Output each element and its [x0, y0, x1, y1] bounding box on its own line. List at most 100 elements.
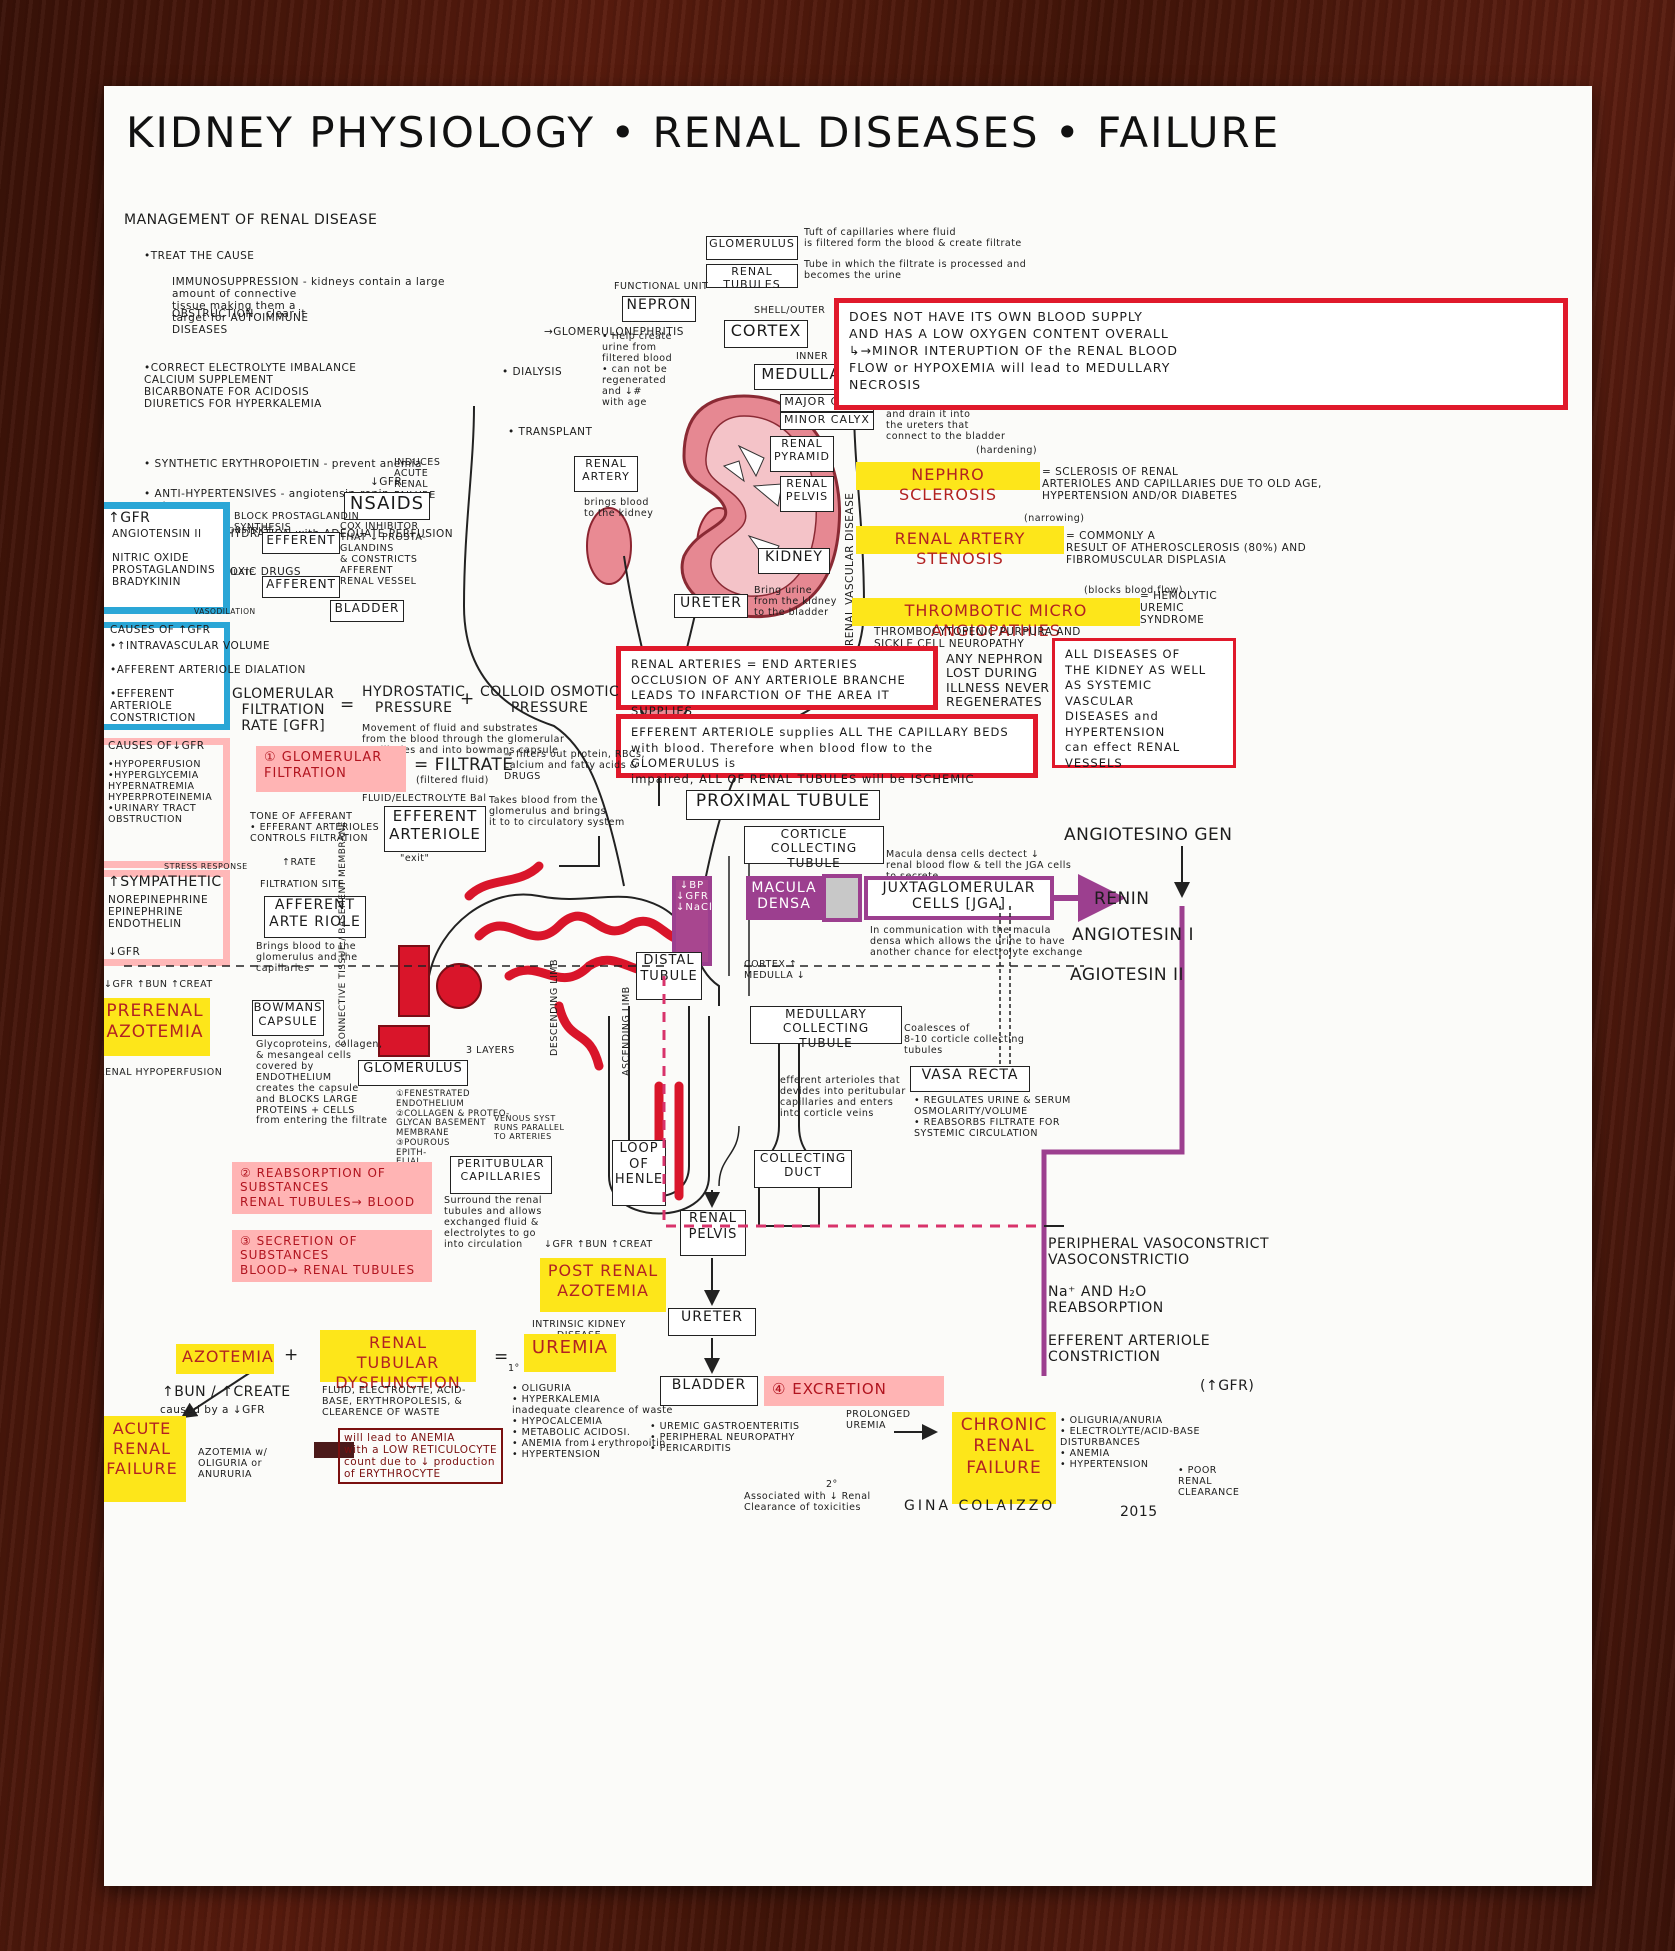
efferent-arteriole-desc: Takes blood from the glomerulus and brin…: [489, 795, 625, 828]
secondary-label: 2°: [826, 1479, 838, 1490]
sympathetic-label: ↑SYMPATHETIC: [108, 874, 222, 890]
nsaids-label: NSAIDS: [344, 492, 430, 520]
nepron-label: NEPRON: [622, 296, 696, 322]
rate: ↑RATE: [282, 857, 317, 868]
glomerulus-box: GLOMERULUS: [358, 1060, 468, 1086]
bottom-equals: =: [494, 1347, 509, 1367]
nsaids-block: BLOCK PROSTAGLANDIN SYNTHESIS: [234, 511, 360, 533]
prerenal-bun: ↓GFR ↑BUN ↑CREAT: [104, 979, 213, 990]
macula-densa-box: MACULA DENSA: [746, 876, 822, 920]
medulla-label: MEDULLA: [754, 364, 848, 390]
renal-pelvis-label: RENAL PELVIS: [780, 476, 834, 512]
bp-box: ↓BP ↓GFR ↓NaCl: [672, 876, 712, 966]
hydrostatic: HYDROSTATIC PRESSURE: [362, 684, 466, 717]
tone-afferent: TONE OF AFFERANT • EFFERANT ARTERIOLES C…: [250, 811, 380, 844]
gfr-eq-plus: +: [460, 689, 475, 709]
causes-up-box: [104, 622, 230, 730]
glomerulonephritis: →GLOMERULONEPHRITIS: [544, 326, 684, 338]
renal-pyramid-label: RENAL PYRAMID: [770, 436, 834, 472]
primary-label: 1°: [508, 1363, 520, 1374]
nsaids-afferent: AFFERENT: [262, 576, 340, 598]
proximal-tubule-box: PROXIMAL TUBULE: [686, 790, 880, 820]
sympathetic-box: [104, 870, 230, 966]
associated-note: Associated with ↓ Renal Clearance of tox…: [744, 1491, 871, 1513]
nsaids-desc: COX INHIBITOR THAT ↓ PROSTA- GLANDINS & …: [340, 521, 427, 587]
macula-cells: [822, 874, 862, 922]
epo: • SYNTHETIC ERYTHROPOIETIN - prevent ane…: [144, 458, 422, 470]
transplant: • TRANSPLANT: [508, 426, 593, 438]
gfr-eq-label: GLOMERULAR FILTRATION RATE [GFR]: [232, 686, 335, 735]
causes-up-label: CAUSES OF ↑GFR: [110, 624, 211, 636]
acute-renal-failure: ACUTE RENAL FAILURE: [104, 1416, 186, 1502]
nepron-notes: • Help create urine from filtered blood …: [602, 331, 673, 408]
nephron-lost-note: ANY NEPHRON LOST DURING ILLNESS NEVER RE…: [946, 651, 1050, 710]
ureter-box: URETER: [668, 1308, 756, 1336]
cortex-medulla: CORTEX ↑ MEDULLA ↓: [744, 959, 806, 981]
sympathetic-items: NOREPINEPHRINE EPINEPHRINE ENDOTHELIN: [108, 894, 209, 931]
poor-clearance: • POOR RENAL CLEARANCE: [1178, 1465, 1240, 1498]
stress-response: STRESS RESPONSE: [164, 862, 248, 871]
flow-arrows: [124, 846, 1190, 1458]
causes-up-items: •↑INTRAVASCULAR VOLUME •AFFERENT ARTERIO…: [110, 640, 306, 725]
ureter-label: URETER: [674, 594, 748, 618]
raas-effects: PERIPHERAL VASOCONSTRICT VASOCONSTRICTIO…: [1048, 1236, 1270, 1365]
bun-creat: ↑BUN / ↑CREATE: [162, 1384, 291, 1400]
exit-note: "exit": [400, 853, 430, 864]
prerenal-sub: RENAL HYPOPERFUSION: [104, 1067, 223, 1078]
signature-year: 2015: [1120, 1504, 1158, 1520]
renal-pelvis-box: RENAL PELVIS: [680, 1210, 746, 1256]
gfr-eq-equals: =: [340, 695, 355, 715]
loop-of-henle-box: LOOP OF HENLE: [612, 1140, 666, 1206]
blocks-note: (blocks blood flow): [1084, 585, 1183, 596]
vasa-recta-box: VASA RECTA: [910, 1066, 1030, 1092]
bowmans-desc: Glycoproteins, collagen, & mesangeal cel…: [256, 1039, 388, 1127]
renin: RENIN: [1094, 889, 1150, 909]
causes-down-items: •HYPOPERFUSION •HYPERGLYCEMIA HYPERNATRE…: [108, 759, 213, 825]
distal-tubule-box: DISTAL TUBULE: [636, 952, 702, 1000]
anemia-note: will lead to ANEMIA with a LOW RETICULOC…: [338, 1428, 504, 1485]
inner-label: INNER: [796, 351, 829, 362]
poster-sheet: KIDNEY PHYSIOLOGY • RENAL DISEASES • FAI…: [104, 86, 1592, 1886]
stenosis-desc: = COMMONLY A RESULT OF ATHEROSCLEROSIS (…: [1066, 530, 1307, 567]
hardening-note: (hardening): [976, 445, 1038, 456]
secretion-step: ③ SECRETION OF SUBSTANCES BLOOD→ RENAL T…: [232, 1230, 432, 1282]
raas-gfr: (↑GFR): [1200, 1378, 1255, 1394]
efferent-enter: efferent arterioles that devides into pe…: [780, 1075, 906, 1119]
gfr-movement: Movement of fluid and substrates from th…: [362, 723, 565, 756]
bottom-plus: +: [284, 1345, 299, 1365]
renal-artery-desc: brings blood to the kidney: [584, 497, 654, 519]
gfr-up-label: ↑GFR: [108, 510, 151, 526]
thrombotic-desc: = HEMOLYTIC UREMIC SYNDROME: [1140, 590, 1218, 627]
caused-by: caused by a ↓GFR: [160, 1404, 266, 1416]
prerenal-azotemia: PRERENAL AZOTEMIA: [104, 998, 210, 1056]
filtrate-sub: (filtered fluid): [416, 775, 489, 786]
chronic-items: • OLIGURIA/ANURIA • ELECTROLYTE/ACID-BAS…: [1060, 1415, 1200, 1470]
collecting-duct-box: COLLECTING DUCT: [754, 1150, 852, 1188]
fluid-electrolyte: FLUID/ELECTROLYTE Bal: [362, 793, 487, 804]
cortical-collecting-box: CORTICLE COLLECTING TUBULE: [744, 826, 884, 870]
peritubular-box: PERITUBULAR CAPILLARIES: [450, 1156, 552, 1194]
venous-note: VENOUS SYST RUNS PARALLEL TO ARTERIES: [494, 1114, 565, 1142]
nsaids-efferent: EFFERENT: [262, 532, 340, 554]
postrenal-bun: ↓GFR ↑BUN ↑CREAT: [544, 1239, 653, 1250]
electrolyte-correction: •CORRECT ELECTROLYTE IMBALANCE CALCIUM S…: [144, 362, 357, 411]
minor-calyx-label: MINOR CALYX: [780, 412, 874, 430]
narrowing-note: (narrowing): [1024, 513, 1085, 524]
medullary-collecting-desc: Coalesces of 8-10 corticle collecting tu…: [904, 1023, 1025, 1056]
uremia-items: • OLIGURIA • HYPERKALEMIA inadequate cle…: [512, 1383, 673, 1460]
rtd-desc: FLUID, ELECTROLYTE, ACID- BASE, ERYTHROP…: [322, 1385, 466, 1418]
glomerulus-desc: Tuft of capillaries where fluid is filte…: [804, 227, 1022, 249]
glomerular-filtration-step: ① GLOMERULAR FILTRATION: [256, 746, 406, 792]
chronic-renal-failure: CHRONIC RENAL FAILURE: [952, 1412, 1056, 1504]
dialysis: • DIALYSIS: [502, 366, 563, 378]
gfr-up-items: ANGIOTENSIN II NITRIC OXIDE PROSTAGLANDI…: [112, 528, 216, 589]
all-diseases-box: ALL DISEASES OF THE KIDNEY AS WELL AS SY…: [1052, 638, 1236, 770]
peritubular-desc: Surround the renal tubules and allows ex…: [444, 1195, 543, 1250]
nephrosclerosis-desc: = SCLEROSIS OF RENAL ARTERIOLES AND CAPI…: [1042, 466, 1322, 503]
uremic-items: • UREMIC GASTROENTERITIS • PERIPHERAL NE…: [650, 1421, 800, 1454]
immunosuppression: IMMUNOSUPPRESSION - kidneys contain a la…: [172, 276, 445, 337]
jga-box: JUXTAGLOMERULAR CELLS [JGA]: [864, 876, 1054, 920]
angiotensinogen: ANGIOTESINO GEN: [1064, 825, 1233, 845]
jga-desc: In communication with the macula densa w…: [870, 925, 1083, 958]
end-arteries-box: RENAL ARTERIES = END ARTERIES OCCLUSION …: [616, 646, 938, 718]
